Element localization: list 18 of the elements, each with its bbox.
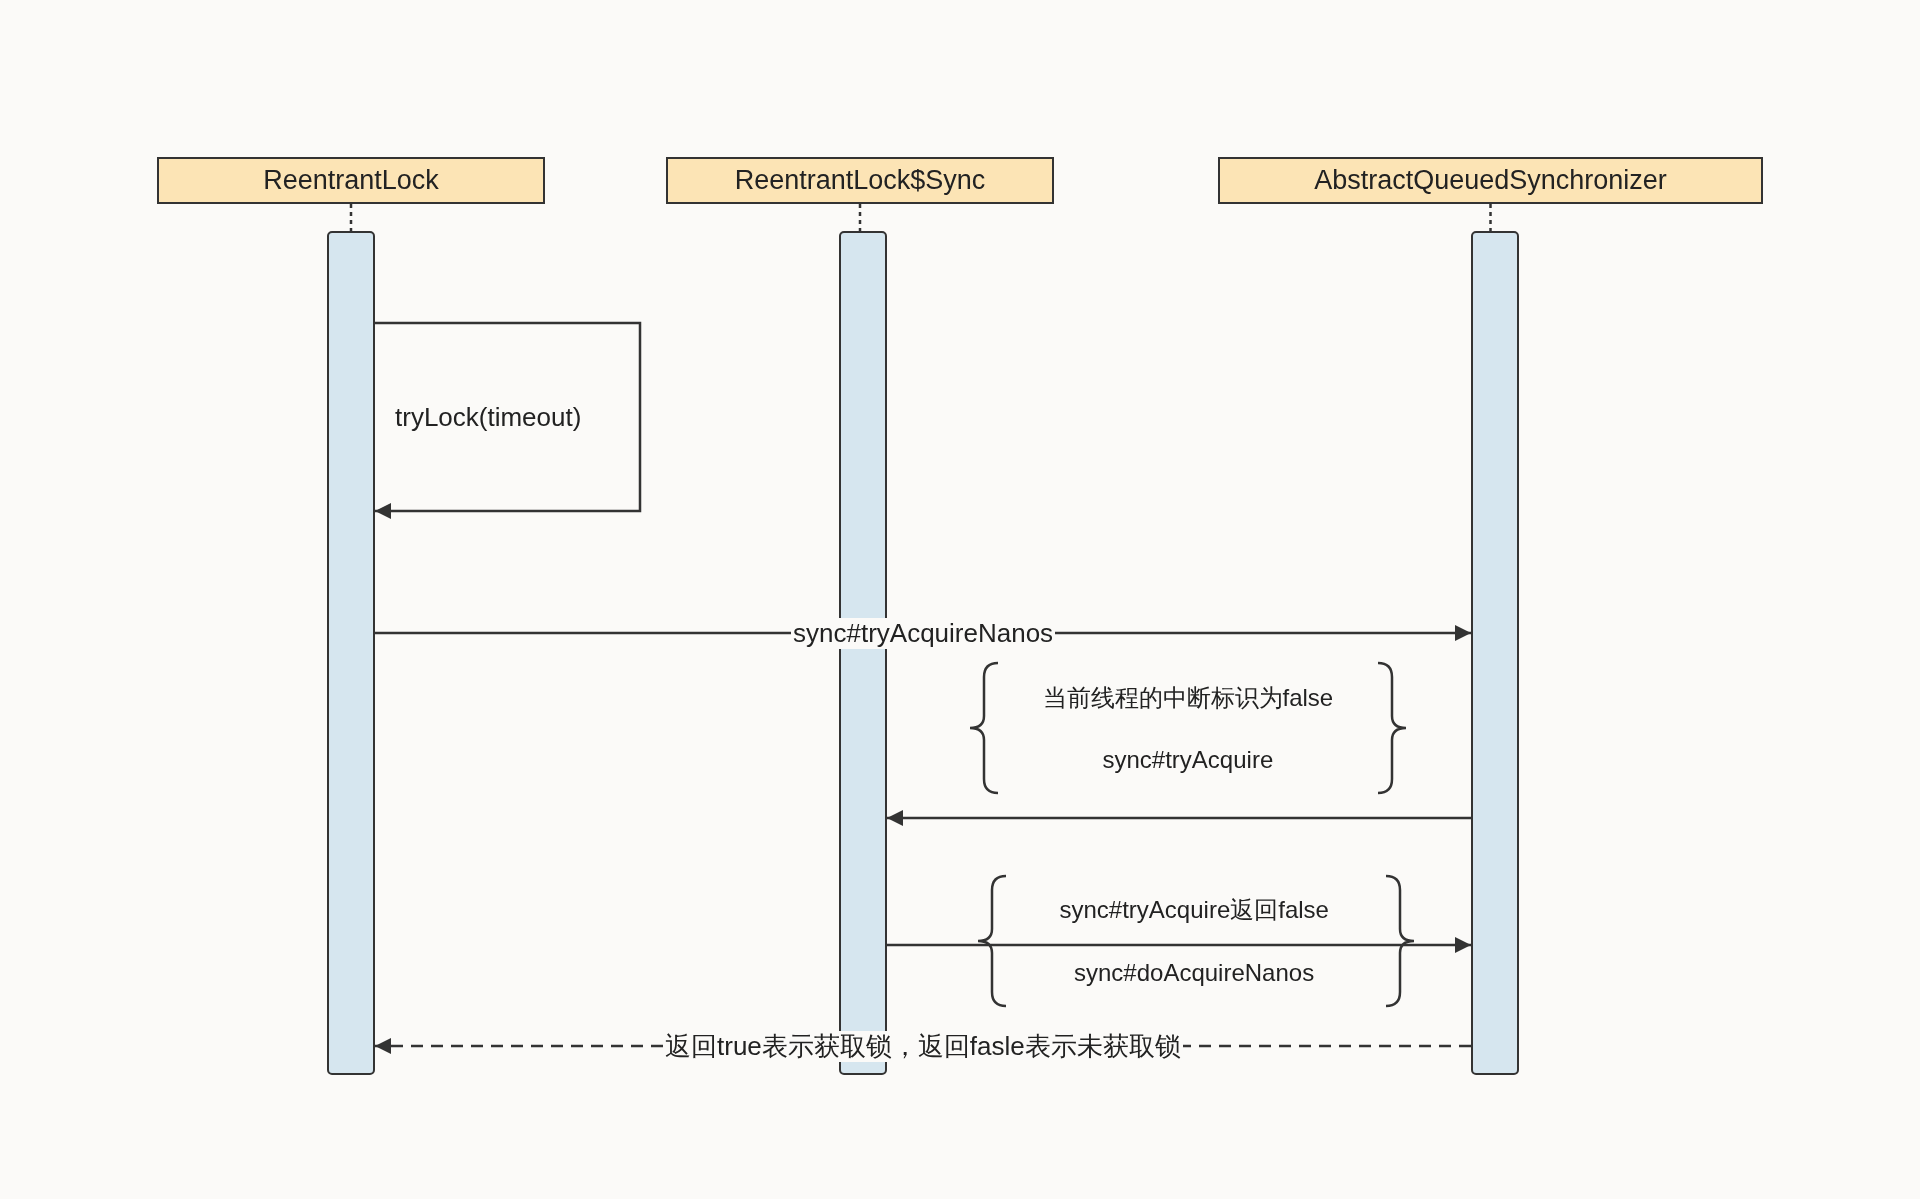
- message-arrow: [887, 810, 1471, 826]
- dotted-line: [349, 204, 353, 231]
- lifeline-header-box: ReentrantLock$Sync: [666, 157, 1054, 204]
- note-text: sync#tryAcquire返回false: [1059, 895, 1329, 925]
- note-text: sync#tryAcquire: [1102, 745, 1274, 775]
- message-arrow: [373, 625, 1473, 641]
- message-arrow: [887, 937, 1471, 953]
- message-arrow: [375, 321, 642, 519]
- activation-bar: [327, 231, 375, 1075]
- note-text: sync#doAcquireNanos: [1074, 958, 1315, 988]
- note-text: 当前线程的中断标识为false: [1042, 683, 1334, 713]
- dotted-line: [1489, 204, 1492, 231]
- lifeline-header-box: ReentrantLock: [157, 157, 545, 204]
- return-arrow: [373, 1038, 1473, 1054]
- edge-label: 返回true表示获取锁，返回fasle表示未获取锁: [663, 1030, 1183, 1062]
- dotted-line: [858, 204, 862, 231]
- lifeline-header-box: AbstractQueuedSynchronizer: [1218, 157, 1763, 204]
- activation-bar: [1471, 231, 1519, 1075]
